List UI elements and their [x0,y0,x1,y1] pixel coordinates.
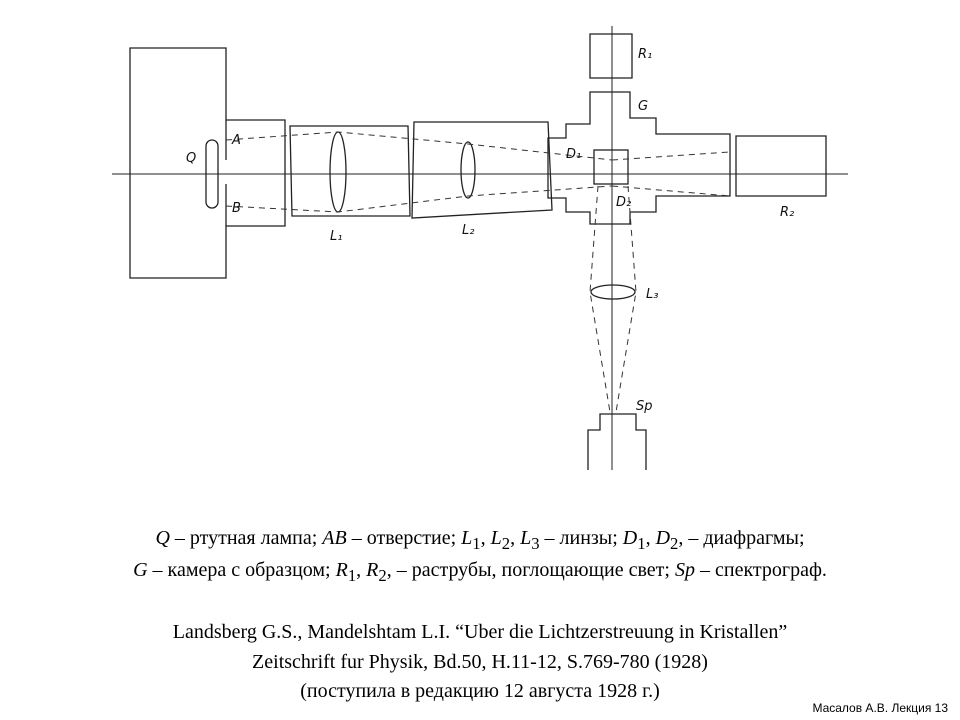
tube-l2 [411,121,553,219]
rays-input [225,131,613,161]
lens-l1 [329,131,347,213]
reference-line-1: Landsberg G.S., Mandelshtam L.I. “Uber d… [172,621,788,643]
caption-line-1: Q – ртутная лампа; AB – отверстие; L1, L… [155,527,805,553]
reference-line-2: Zeitschrift fur Physik, Bd.50, H.11-12, … [252,651,708,673]
label-d1: D₁ [566,147,581,162]
apparatus-diagram: Q A B L₁ L₂ L₃ R₁ R₂ G D₁ D₂ Sp [112,26,848,470]
spectrograph [587,413,647,470]
lens-l3 [590,284,636,300]
lamp-housing [129,47,286,279]
lens-l2 [460,141,476,199]
light-trap-r2 [735,135,827,197]
rays-scattered [589,185,611,413]
label-a: A [231,133,241,148]
label-l2: L₂ [462,223,474,238]
light-trap-r1 [589,33,633,79]
reference-line-3: (поступила в редакцию 12 августа 1928 г.… [300,680,660,702]
label-l1: L₁ [330,229,342,244]
tube-l1 [289,125,411,217]
label-d2: D₂ [616,195,631,210]
label-b: B [232,201,241,216]
label-sp: Sp [636,399,653,414]
label-q: Q [186,151,196,166]
sample-chamber [547,91,731,225]
label-l3: L₃ [646,287,658,302]
slide-footer: Масалов А.В. Лекция 13 [812,701,948,715]
label-g: G [638,99,648,114]
label-r2: R₂ [780,205,794,220]
label-r1: R₁ [638,47,652,62]
caption-line-2: G – камера с образцом; R1, R2, – раструб… [133,559,827,585]
